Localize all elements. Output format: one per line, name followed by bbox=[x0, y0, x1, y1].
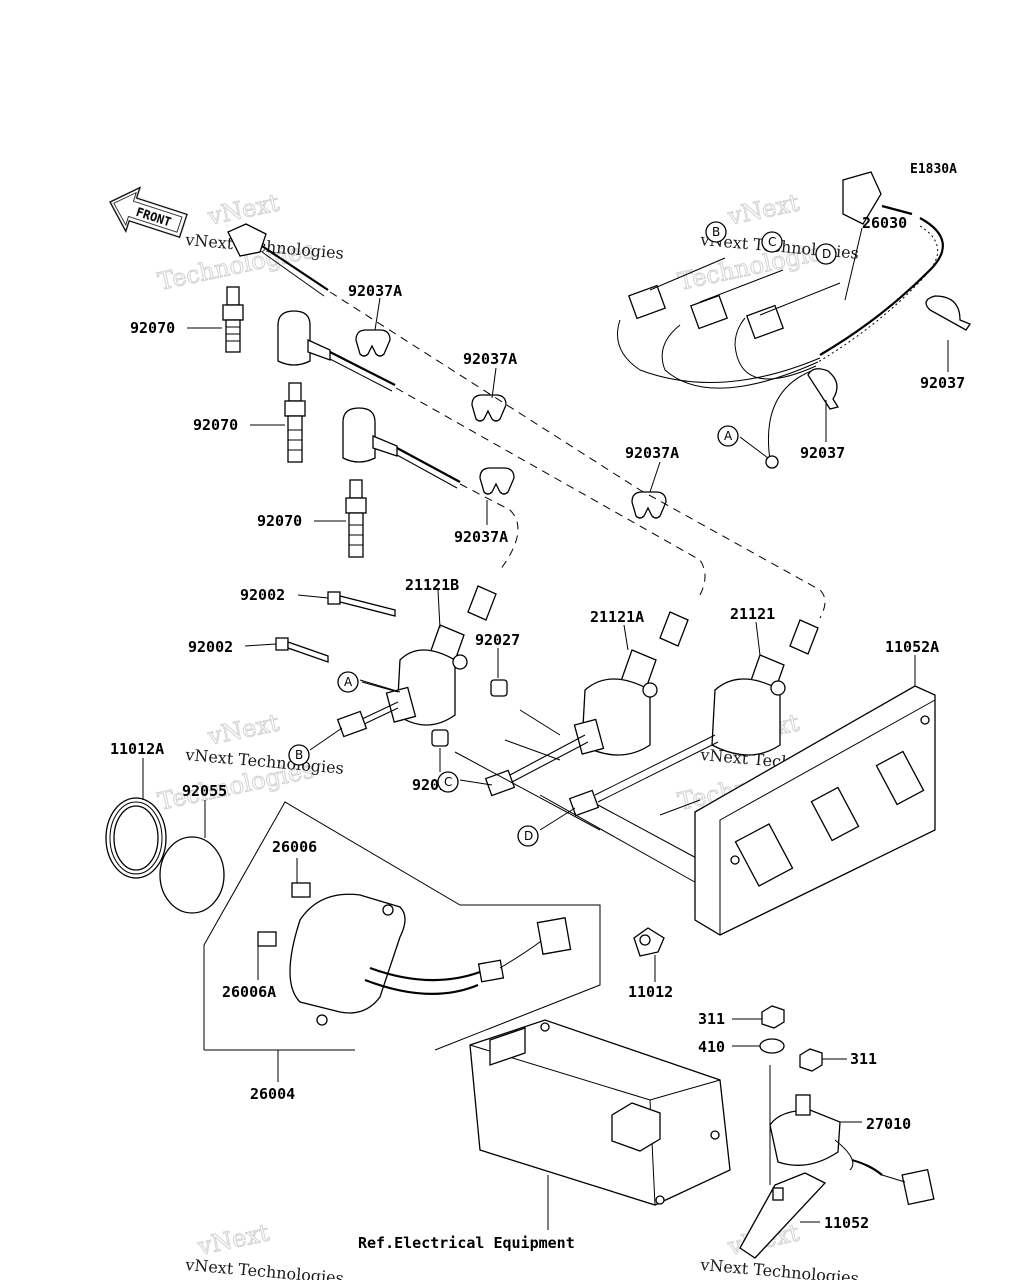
lead-routing-line bbox=[459, 483, 519, 571]
collar-92027 bbox=[431, 729, 449, 747]
callout-92002: 92002 bbox=[240, 586, 285, 604]
coil-connector bbox=[568, 734, 719, 817]
callout-26006A: 26006A bbox=[222, 983, 276, 1001]
watermark-big: vNext bbox=[204, 708, 282, 751]
lead-routing-line bbox=[329, 291, 826, 619]
collar-92027 bbox=[490, 679, 508, 697]
marker-d: D bbox=[524, 829, 533, 843]
ignition-coil-21121 bbox=[711, 619, 819, 756]
callout-92037A: 92037A bbox=[348, 282, 402, 300]
watermark-big: vNext bbox=[194, 1218, 272, 1261]
lead-clamp bbox=[355, 329, 391, 357]
callout-21121B: 21121B bbox=[405, 576, 459, 594]
callout-26006: 26006 bbox=[272, 838, 317, 856]
marker-a: A bbox=[724, 429, 733, 443]
watermark-text: vNext Technologies bbox=[184, 1255, 345, 1280]
marker-c: C bbox=[768, 235, 776, 249]
callout-92037A: 92037A bbox=[454, 528, 508, 546]
wiring-harness-26030 bbox=[617, 171, 944, 469]
callout-92037A: 92037A bbox=[463, 350, 517, 368]
starter-relay-27010 bbox=[769, 1094, 935, 1206]
callout-92027: 92027 bbox=[475, 631, 520, 649]
washer-410 bbox=[759, 1038, 785, 1054]
marker-a: A bbox=[344, 675, 353, 689]
marker-d: D bbox=[822, 247, 831, 261]
watermark-big: vNext bbox=[724, 188, 802, 231]
plug-cap-2 bbox=[277, 310, 396, 392]
marker-b: B bbox=[712, 225, 720, 239]
ignition-coil-21121B bbox=[385, 585, 497, 726]
lead-clamp bbox=[631, 491, 667, 519]
callout-11052: 11052 bbox=[824, 1214, 869, 1232]
marker-c: C bbox=[444, 775, 452, 789]
callout-92037A: 92037A bbox=[625, 444, 679, 462]
lead-clamp bbox=[479, 467, 515, 495]
strap-92037 bbox=[925, 295, 971, 331]
callout-410: 410 bbox=[698, 1038, 725, 1056]
nut-311 bbox=[761, 1005, 785, 1029]
spark-plug-1 bbox=[222, 286, 244, 353]
diagram-code: E1830A bbox=[910, 162, 957, 177]
callout-92002: 92002 bbox=[188, 638, 233, 656]
plug-cap-1 bbox=[227, 223, 329, 297]
callout-92037: 92037 bbox=[800, 444, 845, 462]
callout-311: 311 bbox=[698, 1010, 725, 1028]
callout-labels: 26030 92037 92037 92037A 92037A 92037A 9… bbox=[110, 214, 965, 1252]
bolt-92002 bbox=[275, 637, 329, 663]
callout-21121: 21121 bbox=[730, 605, 775, 623]
callout-11012: 11012 bbox=[628, 983, 673, 1001]
callout-92055: 92055 bbox=[182, 782, 227, 800]
callout-21121A: 21121A bbox=[590, 608, 644, 626]
bracket-11052A bbox=[694, 685, 936, 936]
ignition-coil-21121A bbox=[573, 611, 689, 756]
bracket-11052 bbox=[739, 1172, 827, 1259]
callout-92037: 92037 bbox=[920, 374, 965, 392]
lead-routing-line bbox=[395, 387, 706, 596]
electrical-equipment-box bbox=[469, 1019, 731, 1206]
o-ring-92055 bbox=[159, 836, 225, 914]
coil-connector bbox=[336, 701, 399, 738]
callout-26030: 26030 bbox=[862, 214, 907, 232]
callout-26004: 26004 bbox=[250, 1085, 295, 1103]
nut-311 bbox=[799, 1048, 823, 1072]
callout-11012A: 11012A bbox=[110, 740, 164, 758]
reference-note: Ref.Electrical Equipment bbox=[358, 1234, 575, 1252]
callout-92070: 92070 bbox=[130, 319, 175, 337]
callout-92070: 92070 bbox=[193, 416, 238, 434]
watermark-text: vNext Technologies bbox=[699, 1255, 860, 1280]
leader-lines bbox=[142, 227, 949, 1230]
bolt-92002 bbox=[327, 591, 396, 617]
spark-plug-2 bbox=[284, 382, 306, 463]
lead-clamp bbox=[471, 394, 507, 422]
sensor-11012 bbox=[633, 927, 665, 957]
assembly-lines bbox=[359, 679, 701, 886]
grommet-11012A bbox=[105, 797, 167, 879]
front-arrow-icon: FRONT bbox=[109, 186, 188, 239]
callout-11052A: 11052A bbox=[885, 638, 939, 656]
marker-b: B bbox=[295, 748, 303, 762]
connector-markers: B C D A A B C D bbox=[288, 221, 837, 847]
callout-311: 311 bbox=[850, 1050, 877, 1068]
coil-connector bbox=[484, 734, 589, 797]
callout-27010: 27010 bbox=[866, 1115, 911, 1133]
spark-plug-3 bbox=[345, 479, 367, 558]
callout-92070: 92070 bbox=[257, 512, 302, 530]
strap-92037 bbox=[807, 368, 840, 410]
fuse-box-group bbox=[203, 801, 601, 1051]
plug-cap-3 bbox=[342, 407, 461, 489]
